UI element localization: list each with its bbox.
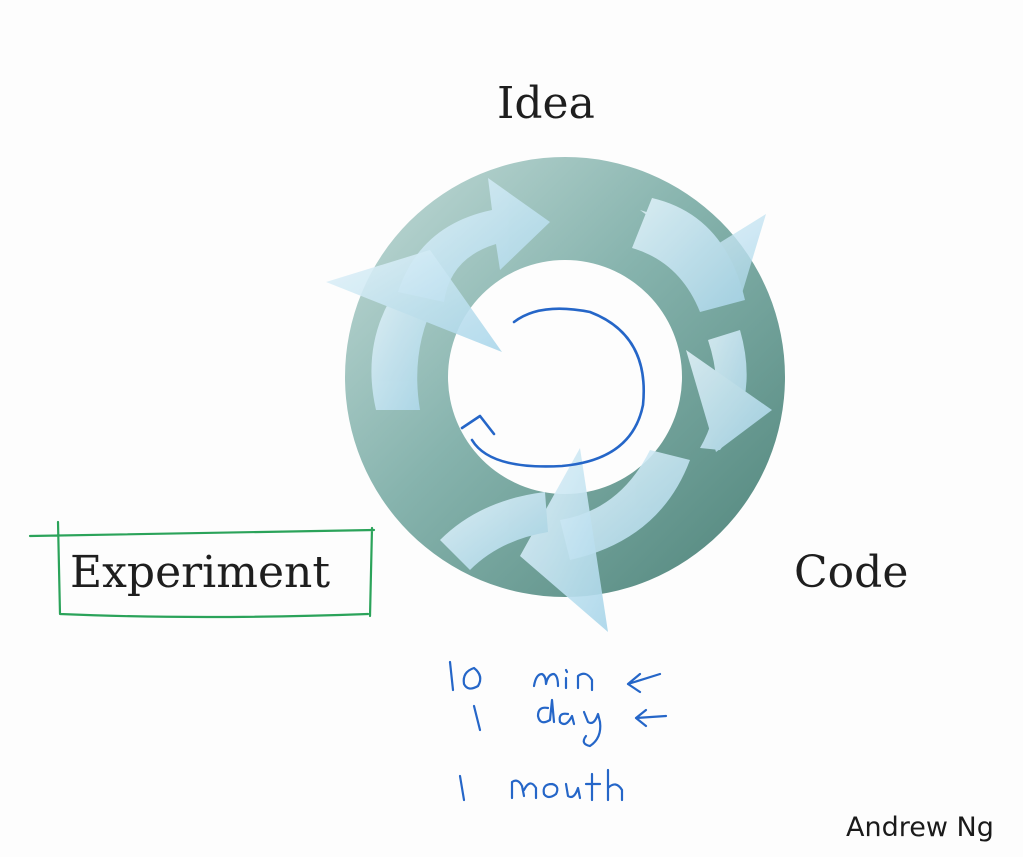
annotation-arrow-2 (634, 708, 668, 728)
annotation-1-day (472, 704, 482, 732)
stage-label-code: Code (794, 547, 909, 598)
handwritten-annotations (448, 660, 668, 802)
annotation-10-zero (462, 666, 482, 690)
author-credit: Andrew Ng (846, 812, 994, 843)
annotation-10 (448, 660, 455, 692)
annotation-1-month (458, 774, 466, 802)
cycle-arrow-bottom (440, 448, 608, 632)
annotation-month (510, 768, 624, 802)
annotation-day (536, 698, 602, 748)
stage-label-idea: Idea (497, 78, 595, 129)
cycle-arrow-left (326, 250, 502, 410)
stage-label-experiment: Experiment (70, 547, 331, 598)
annotation-min (532, 668, 594, 692)
experiment-highlight-box (28, 520, 376, 619)
handdrawn-loop (470, 307, 646, 468)
annotation-arrow-1 (626, 672, 662, 694)
handdrawn-loop-arrowhead (460, 414, 496, 436)
